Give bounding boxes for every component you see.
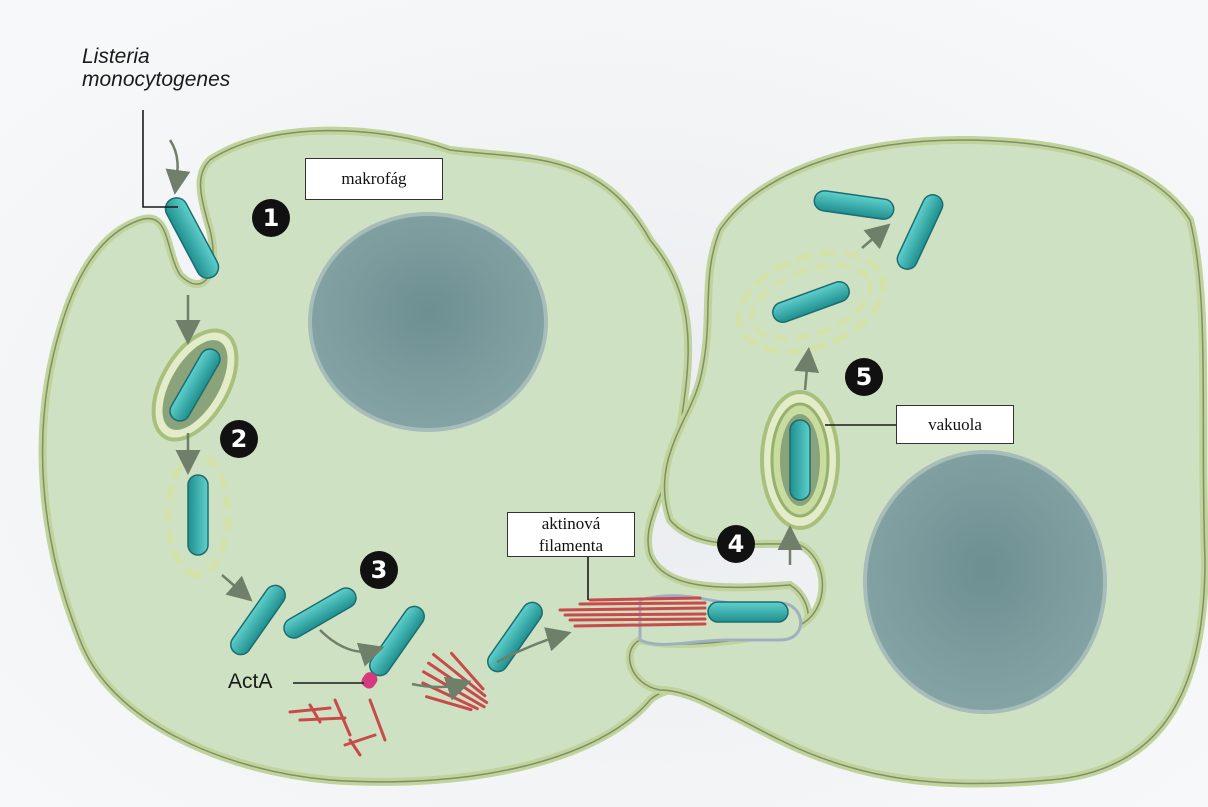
vacuole-2	[762, 392, 838, 528]
actin-filaments-label: aktinová filamenta	[507, 512, 635, 557]
actin-label-line1: aktinová	[508, 513, 634, 535]
macrophage-nucleus	[310, 214, 546, 430]
step-4-badge: 4	[717, 525, 755, 563]
step-2-badge: 2	[220, 420, 258, 458]
acta-label: ActA	[228, 670, 272, 694]
macrophage-label: makrofág	[305, 158, 443, 200]
step-5-badge: 5	[845, 358, 883, 396]
step-3-badge: 3	[360, 551, 398, 589]
step-1-badge: 1	[252, 199, 290, 237]
species-label-line2: monocytogenes	[82, 68, 230, 91]
neighbor-nucleus	[865, 452, 1105, 712]
species-label-line1: Listeria	[82, 45, 230, 68]
actin-label-line2: filamenta	[508, 535, 634, 557]
vacuole-label: vakuola	[896, 405, 1014, 444]
species-label: Listeria monocytogenes	[82, 45, 230, 91]
bacterium-protrusion	[708, 602, 788, 622]
